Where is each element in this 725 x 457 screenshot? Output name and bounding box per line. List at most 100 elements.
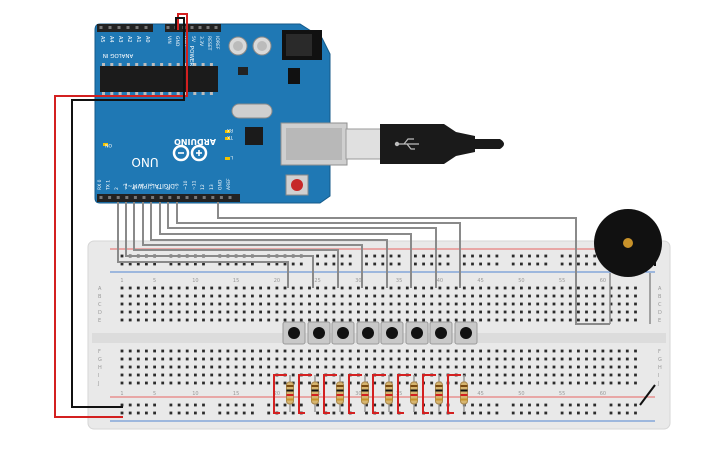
breadboard-rail-hole — [332, 403, 336, 407]
breadboard-rail-hole — [471, 262, 474, 266]
usb-cable[interactable] — [345, 124, 504, 164]
resistor-8[interactable] — [460, 375, 468, 412]
resistors[interactable] — [273, 374, 468, 414]
breadboard-hole — [536, 286, 540, 290]
breadboard-hole — [511, 365, 515, 369]
breadboard-hole — [275, 294, 279, 298]
breadboard-hole — [128, 318, 132, 322]
breadboard-hole — [194, 286, 197, 290]
smd-part — [238, 67, 248, 75]
breadboard-hole — [251, 318, 254, 322]
breadboard-hole — [275, 365, 279, 369]
red-power-wire[interactable] — [54, 13, 188, 418]
resistor-1[interactable] — [286, 375, 294, 412]
breadboard-hole — [185, 381, 189, 385]
resistor-jumper-1[interactable] — [273, 374, 287, 414]
pushbutton-5[interactable] — [380, 321, 404, 345]
breadboard-rail-hole — [267, 411, 271, 415]
resistor-jumper-4[interactable] — [348, 374, 362, 414]
pushbutton-8[interactable] — [454, 321, 478, 345]
resistor-jumper-6[interactable] — [397, 374, 411, 414]
signal-wire-4[interactable] — [142, 202, 363, 288]
breadboard-rail-hole — [136, 403, 140, 407]
breadboard-hole — [316, 294, 319, 298]
resistor-5[interactable] — [385, 375, 393, 412]
breadboard-hole — [332, 357, 336, 361]
breadboard-hole — [389, 310, 393, 314]
resistor-4[interactable] — [361, 375, 369, 412]
pushbutton-7[interactable] — [429, 321, 453, 345]
arduino-uno-board[interactable]: ARDUINO UNO DIGITAL (PWM~) ANALOG IN POW… — [94, 23, 348, 204]
chip-pin — [135, 63, 139, 66]
resistor-jumper-2[interactable] — [298, 374, 312, 414]
breadboard-rail-hole — [560, 411, 564, 415]
resistor-6[interactable] — [410, 375, 418, 412]
reset-button[interactable] — [291, 179, 303, 191]
power-wires[interactable] — [54, 13, 656, 418]
breadboard-hole — [299, 302, 303, 306]
breadboard-hole — [454, 381, 458, 385]
column-number: 45 — [477, 278, 483, 284]
resistor-jumper-8[interactable] — [447, 374, 461, 414]
breadboard-rail-hole — [153, 262, 156, 266]
header-socket — [166, 26, 170, 29]
breadboard-hole — [568, 357, 572, 361]
breadboard-rail-hole — [430, 403, 434, 407]
signal-wire-5[interactable] — [150, 202, 388, 288]
breadboard-rail-hole — [283, 411, 287, 415]
breadboard-hole — [291, 349, 295, 353]
row-letter: G — [658, 357, 662, 363]
breadboard-hole — [397, 365, 401, 369]
signal-wire-2[interactable] — [125, 202, 314, 288]
breadboard-hole — [348, 302, 352, 306]
breadboard-hole — [136, 365, 140, 369]
pushbutton-2[interactable] — [307, 321, 331, 345]
resistor-2[interactable] — [311, 375, 319, 412]
signal-wire-3[interactable] — [133, 202, 339, 288]
buzzer-signal-wire[interactable] — [217, 202, 610, 325]
signal-wire-7[interactable] — [167, 202, 437, 288]
resistor-3[interactable] — [336, 375, 344, 412]
breadboard-rail-hole — [194, 262, 197, 266]
signal-wire-1[interactable] — [117, 202, 289, 288]
pushbuttons[interactable] — [282, 321, 478, 345]
breadboard-hole — [544, 318, 548, 322]
breadboard-rail-hole — [438, 254, 442, 258]
resistor-jumper-3[interactable] — [323, 374, 337, 414]
row-letter: I — [98, 373, 99, 379]
breadboard-hole — [332, 365, 336, 369]
pushbutton-3[interactable] — [331, 321, 355, 345]
black-ground-wire[interactable] — [71, 17, 185, 408]
signal-wire-6[interactable] — [159, 202, 412, 288]
breadboard-rail-hole — [120, 262, 124, 266]
pushbutton-4[interactable] — [356, 321, 380, 345]
breadboard-hole — [177, 294, 181, 298]
breadboard-hole — [128, 373, 132, 377]
pushbutton-1[interactable] — [282, 321, 306, 345]
tx-led — [225, 137, 230, 140]
breadboard-hole — [185, 373, 189, 377]
breadboard-hole — [560, 294, 564, 298]
resistor-jumper-7[interactable] — [422, 374, 436, 414]
breadboard-hole — [348, 286, 352, 290]
breadboard-hole — [267, 349, 271, 353]
piezo-buzzer[interactable] — [594, 209, 662, 324]
breadboard-hole — [169, 286, 173, 290]
resistor-7[interactable] — [435, 375, 443, 412]
breadboard-hole — [365, 302, 368, 306]
signal-wire-8[interactable] — [176, 202, 461, 288]
breadboard-hole — [357, 294, 360, 298]
chip-pin — [110, 63, 114, 66]
signal-wires[interactable] — [117, 202, 461, 288]
breadboard-rail-hole — [365, 403, 368, 407]
breadboard-hole — [634, 318, 637, 322]
breadboard-rail-hole — [226, 411, 230, 415]
resistor-jumper-5[interactable] — [372, 374, 386, 414]
breadboard-hole — [397, 349, 401, 353]
ground-rail-jumper[interactable] — [639, 384, 656, 406]
pushbutton-6[interactable] — [405, 321, 429, 345]
breadboard-hole — [373, 302, 377, 306]
breadboard-hole — [625, 365, 629, 369]
breadboard-hole — [422, 310, 425, 314]
breadboard-rail-hole — [577, 403, 580, 407]
